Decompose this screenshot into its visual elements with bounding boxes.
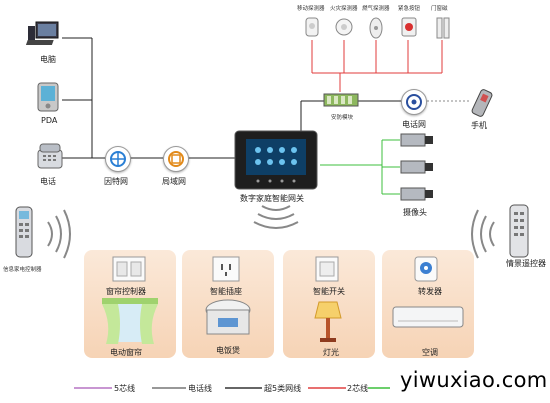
legend-2-core: 2芯线 [347,384,369,393]
repeater-panel: 转发器 空调 [382,250,474,358]
phone-network-label: 电话网 [402,120,426,129]
mobile-phone-icon [470,88,494,118]
gateway-label: 数字家庭智能网关 [240,194,304,203]
mobile-label: 手机 [471,121,487,130]
computer-icon [25,20,66,50]
lan-label: 局域网 [162,177,186,186]
motion-detector-icon [304,16,320,40]
camera-icon [400,130,434,150]
smart-socket-label: 智能插座 [210,287,242,296]
curtain-controller-label: 窗帘控制器 [106,287,146,296]
camera-icon [400,184,434,204]
gas-detector-icon [368,16,384,40]
repeater-label: 转发器 [418,287,442,296]
repeater-icon [414,256,438,282]
scene-remote-icon [508,204,530,258]
sensor-label-motion: 移动探测器 [297,6,325,12]
sensor-label-gas: 燃气探测器 [362,6,390,12]
fire-detector-icon [334,17,354,37]
sensor-label-emergency: 紧急按钮 [398,6,421,12]
rice-cooker-label: 电饭煲 [216,346,240,355]
right-remote-label: 情景遥控器 [506,259,546,268]
curtain-panel: 窗帘控制器 电动窗帘 [84,250,176,358]
legend-5-core: 5芯线 [114,384,136,393]
smart-switch-icon [315,256,339,282]
sensor-label-door: 门窗磁 [431,6,448,12]
air-conditioner-icon [392,306,464,330]
internet-node-icon [105,146,131,172]
legend-cat5e: 超5类网线 [264,384,302,393]
computer-label: 电脑 [40,55,56,64]
camera-label: 摄像头 [403,208,427,217]
lamp-label: 灯光 [323,348,339,357]
smart-socket-icon [212,256,240,282]
info-appliance-remote-icon [14,206,34,258]
lamp-icon [313,298,343,344]
internet-label: 因特网 [104,177,128,186]
sensor-label-fire: 火灾探测器 [330,6,358,12]
phone-network-node-icon [401,89,427,115]
socket-panel: 智能插座 电饭煲 [182,250,274,358]
security-module-label: 安防模块 [331,115,354,121]
gateway-device-icon [234,130,318,190]
watermark: yiwuxiao.com [400,368,548,392]
pda-label: PDA [41,116,58,125]
curtain-controller-icon [112,256,146,282]
lan-node-icon [163,146,189,172]
door-sensor-icon [434,16,452,40]
air-conditioner-label: 空调 [422,348,438,357]
legend-phone-line: 电话线 [188,384,212,393]
electric-curtain-icon [102,298,158,346]
phone-label: 电话 [40,177,56,186]
emergency-button-icon [400,16,418,38]
phone-icon [36,142,64,170]
rice-cooker-icon [204,298,252,340]
camera-icon [400,157,434,177]
switch-panel: 智能开关 灯光 [283,250,375,358]
security-module-icon [323,92,359,108]
smart-switch-label: 智能开关 [313,287,345,296]
left-remote-label: 信息家电控制器 [3,267,42,273]
electric-curtain-label: 电动窗帘 [110,348,142,357]
pda-icon [36,82,60,112]
